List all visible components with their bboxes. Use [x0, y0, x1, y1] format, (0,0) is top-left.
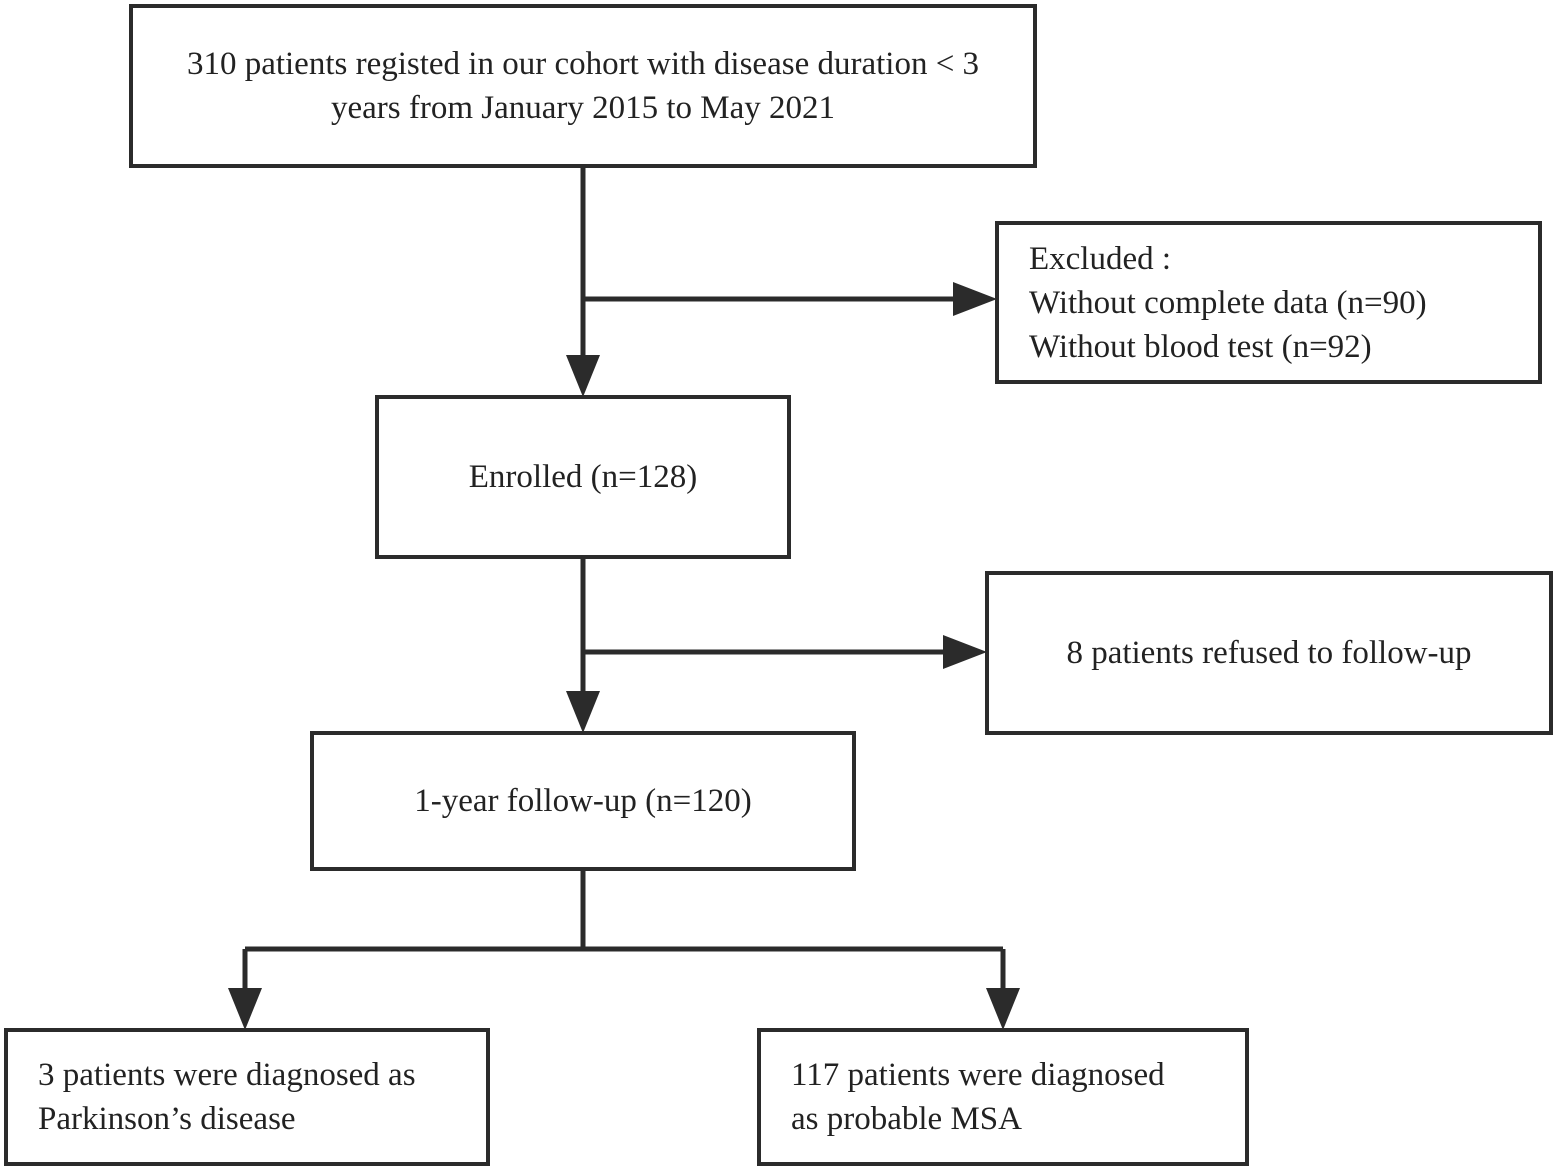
enrolled-label: Enrolled (n=128) — [468, 459, 698, 495]
excluded-no-blood-test: Without blood test (n=92) — [1029, 328, 1372, 365]
arrowhead-to-parkinsons — [228, 988, 262, 1030]
parkinsons-diagnosis-box: 3 patients were diagnosed as Parkinson’s… — [4, 1028, 490, 1166]
followup-box: 1-year follow-up (n=120) — [310, 731, 856, 871]
excluded-incomplete-data: Without complete data (n=90) — [1029, 284, 1427, 321]
registered-line-2: years from January 2015 to May 2021 — [330, 90, 836, 126]
parkinsons-line-2: Parkinson’s disease — [38, 1101, 296, 1137]
registered-patients-box: 310 patients registed in our cohort with… — [129, 4, 1037, 168]
excluded-heading: Excluded : — [1029, 240, 1172, 277]
arrowhead-to-msa — [986, 988, 1020, 1030]
arrowhead-to-enrolled — [566, 355, 600, 397]
msa-diagnosis-box: 117 patients were diagnosed as probable … — [757, 1028, 1249, 1166]
refused-followup-box: 8 patients refused to follow-up — [985, 571, 1553, 735]
msa-line-1: 117 patients were diagnosed — [791, 1057, 1165, 1093]
enrolled-box: Enrolled (n=128) — [375, 395, 791, 559]
registered-line-1: 310 patients registed in our cohort with… — [186, 46, 980, 82]
excluded-box: Excluded : Without complete data (n=90) … — [995, 221, 1542, 384]
parkinsons-line-1: 3 patients were diagnosed as — [38, 1057, 416, 1093]
arrowhead-to-excluded — [953, 282, 997, 316]
followup-label: 1-year follow-up (n=120) — [414, 783, 752, 819]
arrowhead-to-followup — [566, 691, 600, 733]
refused-label: 8 patients refused to follow-up — [1066, 635, 1472, 671]
msa-line-2: as probable MSA — [791, 1101, 1022, 1137]
arrowhead-to-refused — [943, 635, 987, 669]
